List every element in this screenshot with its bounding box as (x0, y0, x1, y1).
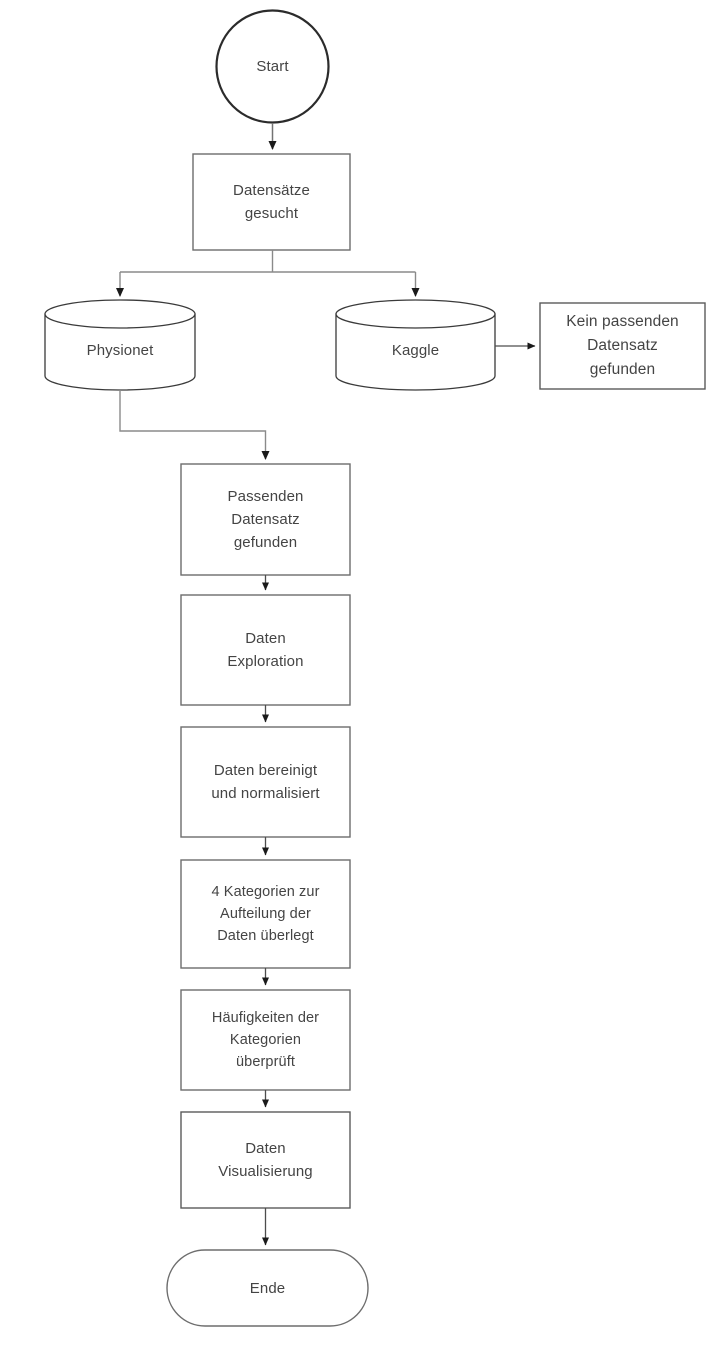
node-passenden-gefunden-shape[interactable] (180, 463, 351, 576)
node-start-shape[interactable] (215, 9, 330, 124)
node-datensaetze-gesucht-shape[interactable] (192, 153, 351, 251)
node-kein-passender-shape[interactable] (539, 302, 706, 390)
edge-physionet-to-passenden (119, 390, 270, 460)
node-kaggle-shape[interactable] (335, 299, 496, 391)
edge-datensaetze-bus (120, 250, 416, 273)
node-daten-exploration-shape[interactable] (180, 594, 351, 706)
node-haeufigkeiten-shape[interactable] (180, 989, 351, 1091)
node-daten-bereinigt-shape[interactable] (180, 726, 351, 838)
node-ende-shape[interactable] (166, 1249, 369, 1327)
node-physionet-shape[interactable] (44, 299, 196, 391)
node-kategorien-ueberlegt-shape[interactable] (180, 859, 351, 969)
node-visualisierung-shape[interactable] (180, 1111, 351, 1209)
